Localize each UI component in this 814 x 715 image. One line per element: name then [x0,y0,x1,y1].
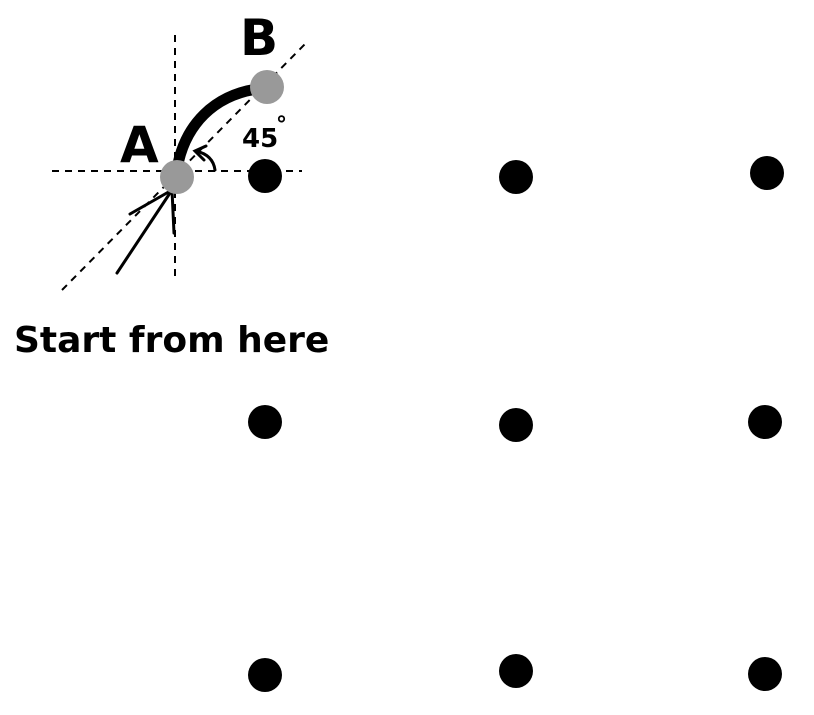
rotation-arc [170,82,272,182]
grid-dot-r3-c1 [248,658,282,692]
point-b-marker [250,70,284,104]
angle-label: 45 [242,124,278,154]
grid-dot-r2-c1 [248,405,282,439]
grid-dot-r2-c2 [499,408,533,442]
grid-dot-r1-c1 [248,159,282,193]
grid-dot-r1-c3 [750,156,784,190]
start-caption: Start from here [14,320,329,361]
grid-dot-r3-c2 [499,654,533,688]
grid-dot-r2-c3 [748,405,782,439]
point-a-label: A [120,116,159,174]
start-arrow [115,188,176,275]
angle-arc-arrow [192,144,217,172]
grid-dot-r3-c3 [748,657,782,691]
point-b-label: B [240,9,278,67]
point-a-marker [160,160,194,194]
grid-dot-r1-c2 [499,160,533,194]
dot-grid [248,156,784,692]
degree-symbol: ° [276,113,287,138]
